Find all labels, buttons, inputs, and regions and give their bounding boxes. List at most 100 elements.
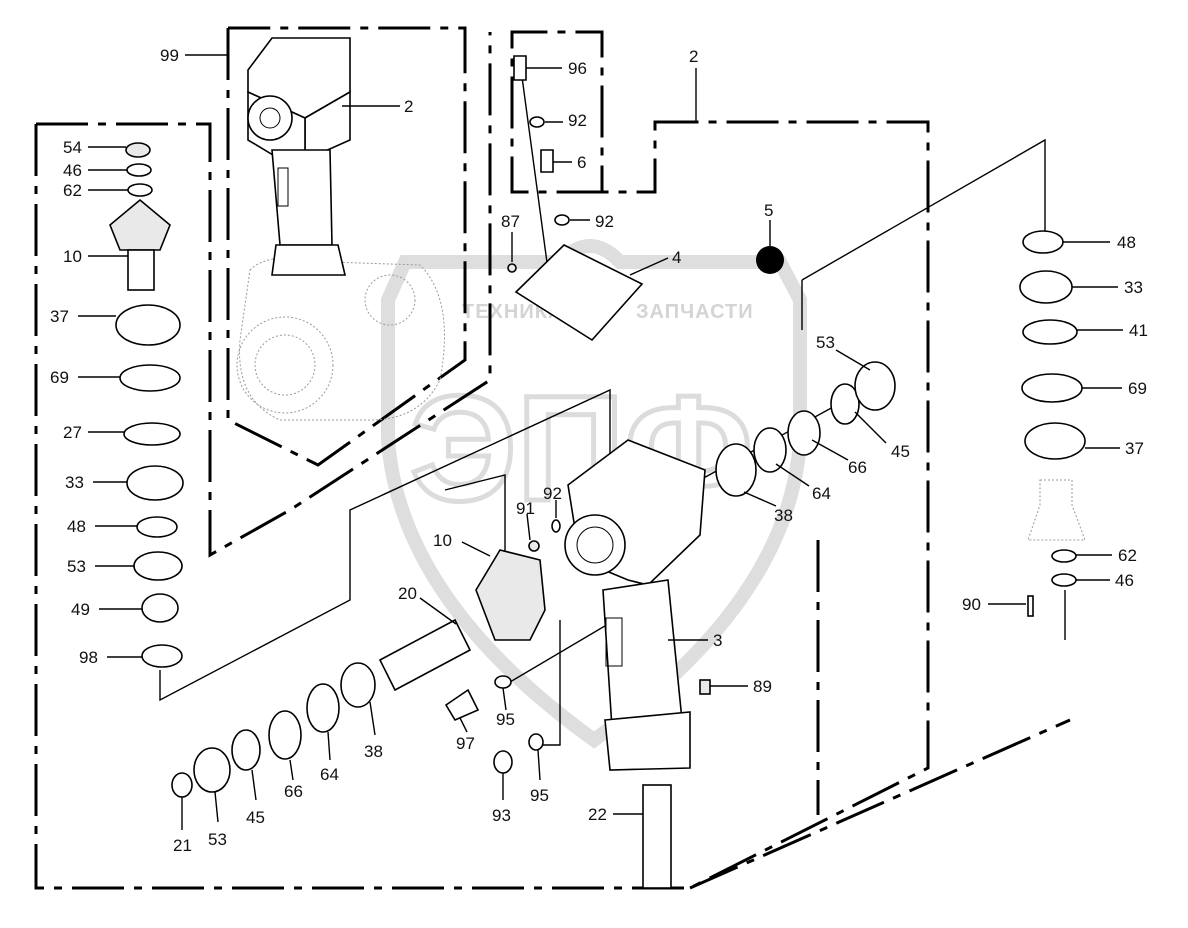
ring-66-left (268, 710, 302, 760)
callout-45-left: 45 (246, 808, 265, 827)
housing-bore (564, 514, 626, 576)
callout-62-left: 62 (63, 181, 82, 200)
ring-27 (123, 422, 181, 446)
bearing-33-left (126, 465, 184, 501)
callout-20: 20 (398, 584, 417, 603)
callout-99: 99 (160, 46, 179, 65)
housing-tube-3 (602, 579, 683, 729)
callout-38-left: 38 (364, 742, 383, 761)
callout-2-left: 2 (404, 97, 413, 116)
plug-97 (444, 688, 480, 722)
callout-54: 54 (63, 138, 82, 157)
watermark-text-left: ТЕХНИКА (462, 301, 563, 323)
connector-95b (530, 620, 561, 746)
callout-93: 93 (492, 806, 511, 825)
callout-37-right: 37 (1125, 439, 1144, 458)
callout-48-left: 48 (67, 517, 86, 536)
washer-92-top (529, 116, 545, 128)
callout-37-left: 37 (50, 307, 69, 326)
callout-66-right: 66 (848, 458, 867, 477)
shim-62-left (127, 183, 153, 197)
sealant-dot-5 (756, 246, 784, 274)
washer-92-mid (551, 519, 561, 533)
callout-53-left: 53 (67, 557, 86, 576)
housing-flange-3 (604, 711, 691, 771)
ring-46-left (126, 163, 152, 177)
boundary-bottom-right (689, 718, 1071, 890)
callout-46-right: 46 (1115, 571, 1134, 590)
snap-ring-41 (1022, 319, 1078, 345)
o-ring-69-left (119, 364, 181, 392)
callout-91: 91 (516, 499, 535, 518)
bolt-87 (507, 263, 517, 273)
callout-87: 87 (501, 212, 520, 231)
bearing-33-right (1019, 270, 1073, 304)
screw-91 (528, 540, 540, 552)
boundary-99 (226, 26, 467, 467)
callout-96: 96 (568, 59, 587, 78)
callout-2-right: 2 (689, 47, 698, 66)
group-boundaries (34, 26, 1071, 890)
right-stack-parts (1019, 230, 1086, 617)
callout-45-right: 45 (891, 442, 910, 461)
callout-38-right: 38 (774, 506, 793, 525)
bearing-38-right (715, 443, 757, 497)
callout-6: 6 (577, 153, 586, 172)
callout-64-right: 64 (812, 484, 831, 503)
connector-48 (801, 138, 1046, 281)
watermark-shield (381, 239, 807, 749)
ring-45-left (231, 729, 261, 771)
callout-62-right: 62 (1118, 546, 1137, 565)
crown-gear-10 (475, 549, 546, 641)
callout-4: 4 (672, 248, 681, 267)
callout-53-right: 53 (816, 333, 835, 352)
callout-41: 41 (1129, 321, 1148, 340)
cap-54 (125, 142, 151, 158)
callout-92-mid: 92 (543, 484, 562, 503)
breather-96 (513, 55, 527, 81)
callouts: 99 2 2 96 92 6 92 87 5 4 54 46 62 10 37 … (50, 46, 1148, 855)
bearing-38-left (340, 662, 376, 708)
shaft-20 (378, 618, 472, 692)
gearbox-tube (271, 149, 333, 246)
washer-92-lower (554, 214, 570, 226)
callout-33-left: 33 (65, 473, 84, 492)
cover-plate-4 (514, 244, 644, 342)
bearing-37-left (115, 304, 181, 346)
callout-98: 98 (79, 648, 98, 667)
callout-48-right: 48 (1117, 233, 1136, 252)
callout-10-center: 10 (433, 531, 452, 550)
callout-92-top: 92 (568, 111, 587, 130)
pinion-shaft-10-left (127, 249, 155, 291)
callout-46-left: 46 (63, 161, 82, 180)
ring-64-left (306, 683, 340, 733)
top-parts (507, 55, 784, 342)
pinion-ghost-right (1027, 479, 1086, 541)
callout-3: 3 (713, 631, 722, 650)
callout-21: 21 (173, 836, 192, 855)
plug-93 (493, 750, 513, 774)
ring-46-right (1051, 573, 1077, 587)
left-stack-parts (109, 142, 184, 668)
callout-22: 22 (588, 805, 607, 824)
connector-96-92 (519, 61, 549, 271)
callout-53-bottom: 53 (208, 830, 227, 849)
callout-89: 89 (753, 677, 772, 696)
cap-21 (171, 772, 193, 798)
main-housing-parts (171, 361, 896, 889)
callout-97: 97 (456, 734, 475, 753)
adapter-6 (540, 149, 554, 173)
callout-5: 5 (764, 201, 773, 220)
bearing-37-right (1024, 422, 1086, 460)
nut-48-right (1022, 230, 1064, 254)
callout-95-b: 95 (530, 786, 549, 805)
callout-95-a: 95 (496, 710, 515, 729)
watermark-text-right: ЗАПЧАСТИ (636, 301, 754, 323)
washer-95b (528, 733, 544, 751)
callout-27: 27 (63, 423, 82, 442)
seal-53-right (854, 361, 896, 411)
connector-95a (504, 619, 616, 686)
seal-53-bottom (193, 747, 231, 793)
